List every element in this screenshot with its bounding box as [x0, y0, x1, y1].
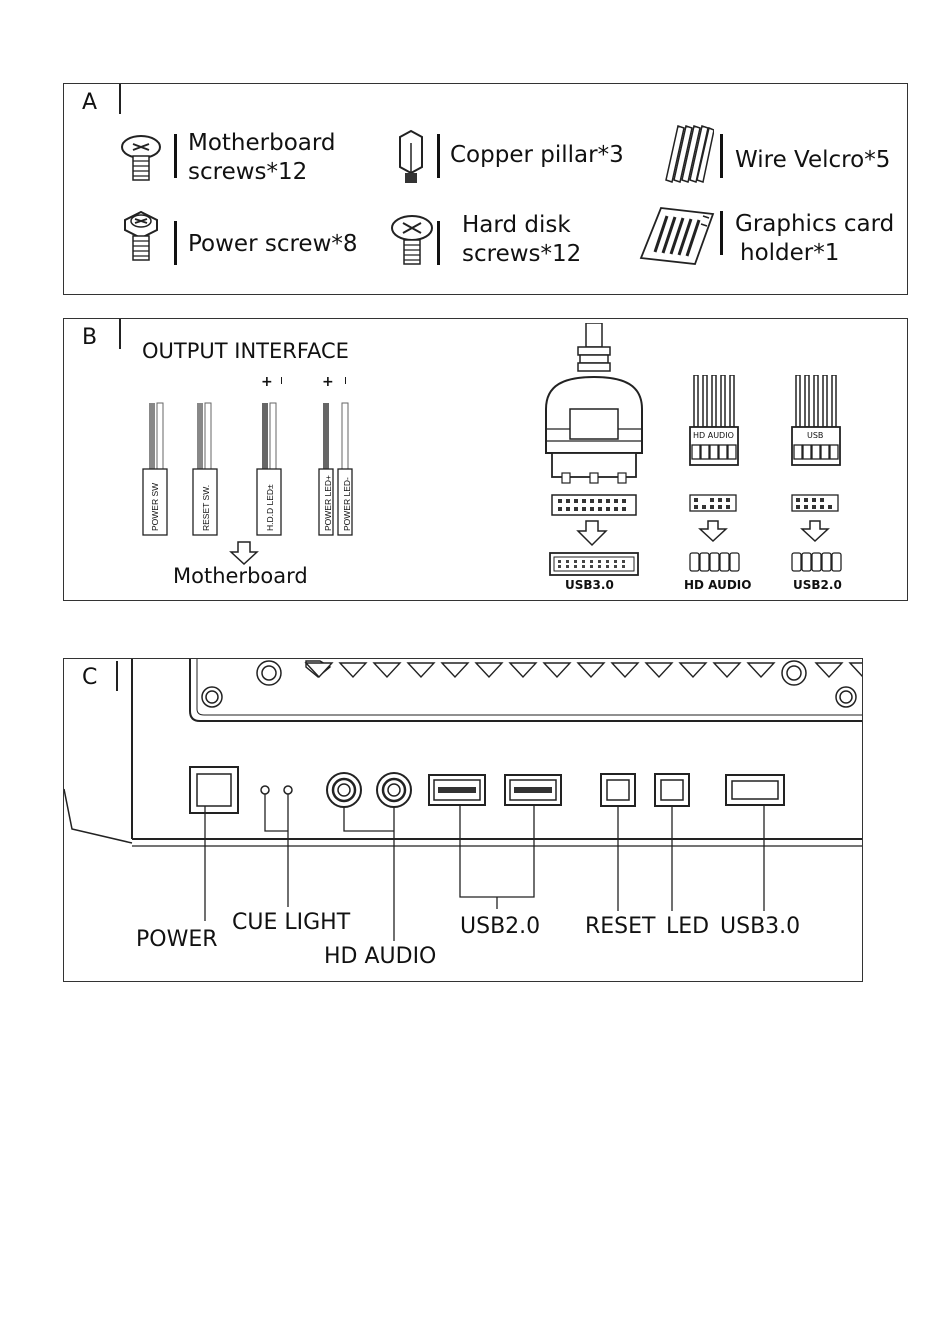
panel-front-io: C — [63, 658, 863, 982]
hd-audio-plug-label: HD AUDIO — [693, 431, 734, 440]
motherboard-label: Motherboard — [173, 564, 308, 588]
motherboard-screws-label-line2: screws*12 — [188, 158, 307, 187]
hard-disk-screw-icon — [389, 214, 435, 268]
wire-label-power-led-minus: POWER LED- — [342, 477, 352, 531]
panel-letter: B — [82, 325, 97, 350]
wire-label-hdd-led: H.D.D LED± — [265, 484, 275, 531]
usb3-plug-icon — [542, 323, 647, 581]
connector-label-usb2: USB2.0 — [793, 578, 842, 592]
panel-letter: A — [82, 90, 97, 115]
panel-accessories: A Motherboard screws*12 Copper pillar*3 … — [63, 83, 908, 295]
port-label-led: LED — [666, 914, 709, 939]
plus-sign: + — [261, 374, 273, 390]
port-label-hd-audio: HD AUDIO — [324, 944, 436, 969]
connector-label-usb3: USB3.0 — [565, 578, 614, 592]
connector-label-hd-audio: HD AUDIO — [684, 578, 751, 592]
wire-label-power-sw: POWER SW — [150, 483, 160, 531]
output-interface-title: OUTPUT INTERFACE — [142, 339, 349, 363]
graphics-card-holder-label-line2: holder*1 — [740, 239, 839, 268]
wire-velcro-icon — [662, 124, 714, 186]
wire-velcro-label: Wire Velcro*5 — [735, 146, 890, 175]
port-label-cue-light: CUE LIGHT — [232, 910, 350, 935]
port-label-usb2: USB2.0 — [460, 914, 540, 939]
down-arrow-icon — [229, 541, 259, 565]
copper-pillar-icon — [394, 129, 428, 185]
panel-output-interface: B OUTPUT INTERFACE + I + I POWER SW RESE… — [63, 318, 908, 601]
hard-disk-screws-label-line2: screws*12 — [462, 240, 581, 269]
graphics-card-holder-label-line1: Graphics card — [735, 210, 894, 239]
motherboard-screws-label-line1: Motherboard — [188, 129, 336, 158]
usb2-plug-icon — [790, 375, 844, 581]
power-screw-icon — [119, 208, 163, 264]
port-label-usb3: USB3.0 — [720, 914, 800, 939]
hard-disk-screws-label-line1: Hard disk — [462, 211, 571, 240]
plus-sign: + — [322, 374, 334, 390]
power-screw-label: Power screw*8 — [188, 230, 358, 259]
hd-audio-plug-icon — [688, 375, 742, 581]
minus-sign: I — [280, 376, 283, 387]
port-label-reset: RESET — [585, 914, 656, 939]
motherboard-screw-icon — [119, 134, 163, 184]
port-label-power: POWER — [136, 927, 218, 952]
wire-label-reset-sw: RESET SW. — [201, 485, 211, 531]
usb-plug-label: USB — [807, 431, 823, 440]
minus-sign: I — [344, 376, 347, 387]
graphics-card-holder-icon — [639, 206, 715, 266]
copper-pillar-label: Copper pillar*3 — [450, 141, 624, 170]
wire-label-power-led-plus: POWER LED+ — [323, 475, 333, 531]
